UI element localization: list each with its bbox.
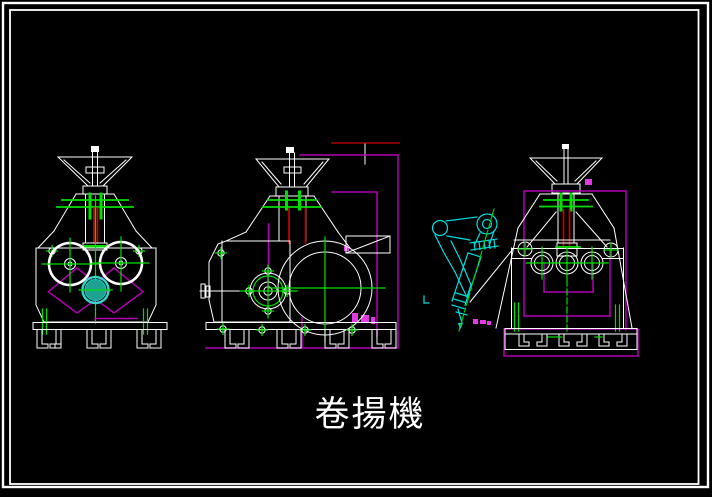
gear-train bbox=[41, 236, 150, 314]
base bbox=[205, 322, 397, 349]
neck bbox=[517, 192, 615, 248]
funnel bbox=[528, 144, 604, 194]
hand-lever bbox=[423, 208, 499, 332]
drawing-title: 卷揚機 bbox=[314, 395, 426, 435]
base bbox=[32, 308, 168, 349]
auxiliary-view bbox=[423, 144, 639, 357]
funnel bbox=[56, 146, 134, 195]
border-outer bbox=[1, 1, 710, 489]
front-view bbox=[32, 146, 168, 349]
neck bbox=[225, 190, 351, 249]
funnel bbox=[254, 147, 331, 197]
border-inner bbox=[9, 9, 700, 485]
gearbox bbox=[199, 240, 298, 323]
base bbox=[504, 302, 638, 350]
side-view bbox=[199, 142, 400, 349]
body bbox=[469, 211, 633, 329]
rollers bbox=[525, 246, 609, 332]
magenta-routing bbox=[205, 142, 400, 349]
